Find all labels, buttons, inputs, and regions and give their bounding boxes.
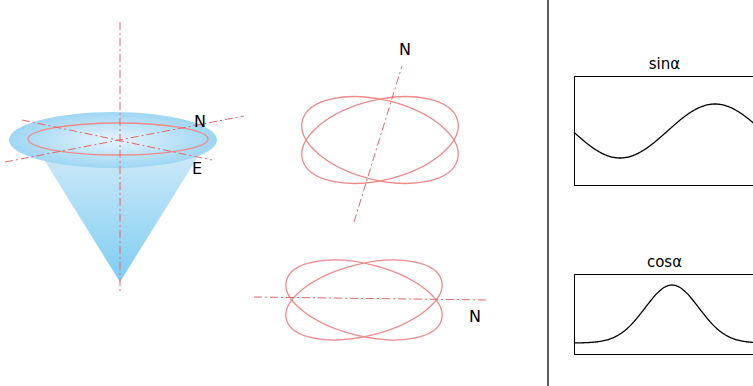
cosine-curve xyxy=(574,285,753,343)
plot-title: sinα xyxy=(575,55,753,73)
direction-label: E xyxy=(192,161,202,177)
axis-line xyxy=(120,22,121,292)
direction-label: N xyxy=(194,114,206,130)
orbit-ellipse xyxy=(293,82,468,198)
plot-box: sinα xyxy=(574,76,753,186)
axis-line xyxy=(5,116,244,162)
divider xyxy=(547,0,548,386)
sine-curve xyxy=(574,104,753,158)
orbit-ellipse xyxy=(293,82,468,198)
orbit-ellipse xyxy=(278,246,451,355)
direction-label: N xyxy=(469,309,481,325)
direction-label: N xyxy=(399,42,411,58)
plot-title: cosα xyxy=(575,253,753,271)
orbit-ellipse xyxy=(278,246,451,355)
cone-disc xyxy=(9,112,217,168)
axis-line xyxy=(254,297,486,300)
plot-box: cosα xyxy=(574,274,753,355)
axis-line xyxy=(354,66,402,222)
